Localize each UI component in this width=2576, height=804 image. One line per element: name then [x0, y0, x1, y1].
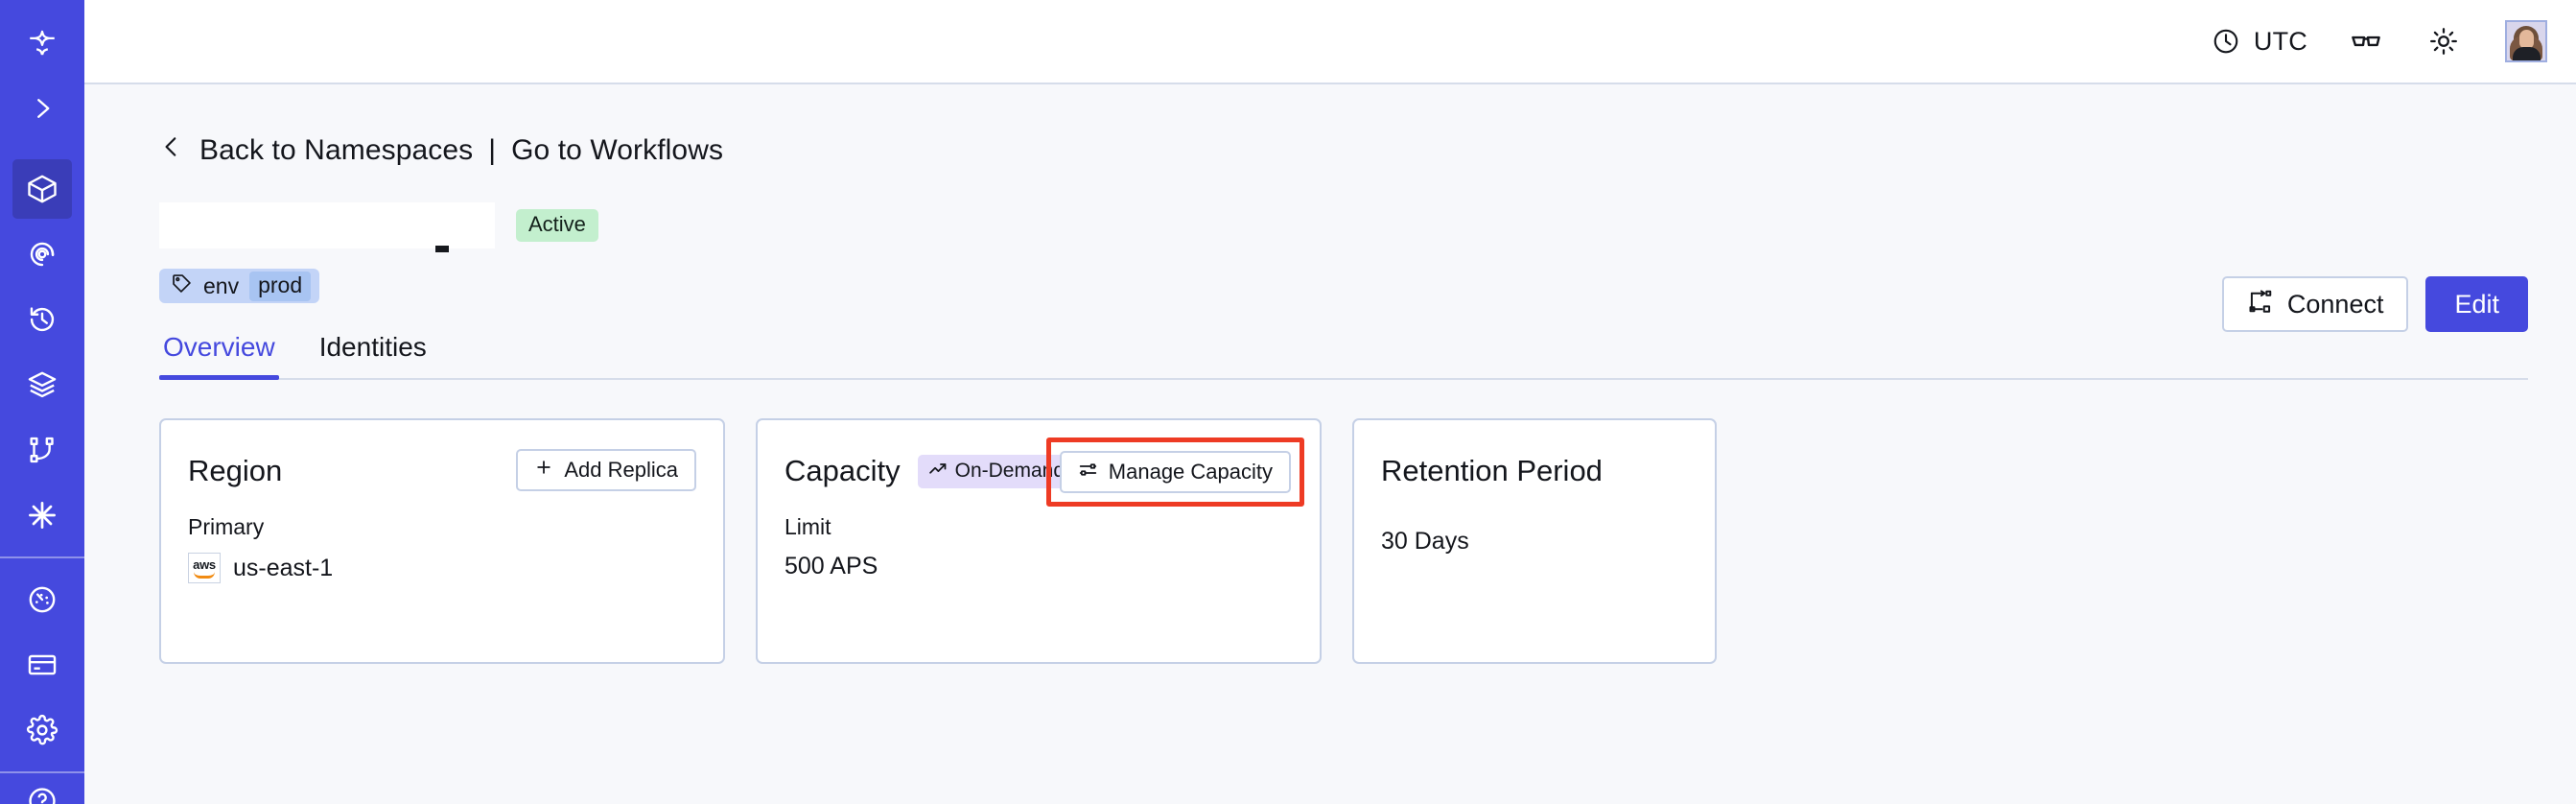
retention-card-header: Retention Period — [1381, 451, 1688, 491]
clock-rewind-icon — [26, 303, 59, 336]
credit-card-icon — [26, 649, 59, 681]
region-card: Region Add Replica Primary aws — [159, 418, 725, 664]
cube-icon — [25, 172, 59, 206]
namespace-actions: Connect Edit — [2221, 276, 2528, 332]
page-content: Back to Namespaces | Go to Workflows Act… — [84, 84, 2576, 804]
tab-overview[interactable]: Overview — [159, 332, 279, 380]
sliders-icon — [1078, 460, 1098, 485]
asterisk-icon — [25, 498, 59, 532]
region-card-title: Region — [188, 454, 283, 487]
main-column: UTC — [84, 0, 2576, 804]
capacity-card: Capacity On-Demand — [756, 418, 1322, 664]
capacity-sublabel: Limit — [785, 514, 831, 539]
breadcrumb-back-link[interactable]: Back to Namespaces — [199, 134, 474, 166]
aws-logo: aws — [188, 553, 221, 583]
status-badge: Active — [516, 209, 598, 242]
star-compass-icon — [26, 27, 59, 59]
gauge-icon — [26, 583, 59, 616]
tag-value: prod — [249, 271, 312, 301]
breadcrumb-workflows-link[interactable]: Go to Workflows — [511, 134, 724, 166]
gear-icon — [26, 714, 59, 746]
capacity-card-header: Capacity On-Demand — [785, 451, 1293, 491]
namespace-title-row: Active — [159, 201, 2528, 252]
namespace-tag[interactable]: env prod — [159, 269, 320, 303]
connect-flow-icon — [2247, 288, 2274, 321]
layers-icon — [26, 368, 59, 401]
trending-up-icon — [928, 460, 948, 483]
glasses-icon[interactable] — [2350, 25, 2382, 58]
connect-label: Connect — [2286, 289, 2384, 319]
git-branch-icon — [26, 434, 59, 466]
sidebar-item-billing[interactable] — [12, 635, 72, 695]
region-value-row: aws us-east-1 — [188, 553, 696, 583]
tab-identities[interactable]: Identities — [318, 332, 427, 362]
clock-icon — [2212, 27, 2240, 56]
eye-spiral-icon — [26, 238, 59, 271]
add-replica-button[interactable]: Add Replica — [516, 449, 696, 491]
add-replica-label: Add Replica — [564, 458, 678, 482]
title-glyph-fragment — [435, 246, 449, 252]
overview-cards: Region Add Replica Primary aws — [159, 418, 2528, 664]
breadcrumb: Back to Namespaces | Go to Workflows — [159, 132, 2528, 169]
tag-key: env — [203, 272, 240, 298]
manage-capacity-label: Manage Capacity — [1108, 460, 1273, 484]
sidebar-logo[interactable] — [12, 13, 72, 73]
sidebar-divider — [0, 556, 84, 558]
sidebar-item-integrations[interactable] — [12, 485, 72, 545]
sidebar-item-observability[interactable] — [12, 225, 72, 284]
capacity-mode-label: On-Demand — [954, 460, 1065, 482]
retention-card: Retention Period 30 Days — [1352, 418, 1717, 664]
plus-icon — [534, 458, 553, 483]
page-title — [159, 202, 495, 252]
sidebar-item-layers[interactable] — [12, 355, 72, 414]
connect-button[interactable]: Connect — [2221, 276, 2409, 332]
retention-card-title: Retention Period — [1381, 454, 1603, 487]
sidebar-item-settings[interactable] — [12, 700, 72, 760]
manage-capacity-highlight: Manage Capacity — [1045, 437, 1304, 507]
region-sublabel: Primary — [188, 514, 265, 539]
aws-logo-smile — [194, 572, 215, 579]
tab-bar: Overview Identities — [159, 332, 2528, 380]
edit-button[interactable]: Edit — [2425, 276, 2528, 332]
capacity-value: 500 APS — [785, 553, 878, 579]
chevron-right-icon — [28, 94, 57, 123]
sidebar-item-usage[interactable] — [12, 570, 72, 629]
avatar-body — [2513, 47, 2541, 60]
sidebar-expand-button[interactable] — [12, 79, 72, 138]
region-card-header: Region — [188, 451, 696, 491]
capacity-card-title: Capacity — [785, 454, 901, 487]
sidebar-item-namespaces[interactable] — [12, 159, 72, 219]
chevron-left-icon[interactable] — [159, 132, 184, 169]
avatar[interactable] — [2505, 20, 2547, 62]
sun-icon[interactable] — [2428, 26, 2459, 57]
sidebar-item-history[interactable] — [12, 290, 72, 349]
sidebar-item-help[interactable] — [26, 785, 59, 804]
primary-sidebar — [0, 0, 84, 804]
tag-icon — [171, 272, 193, 299]
timezone-label: UTC — [2253, 26, 2307, 56]
region-value: us-east-1 — [233, 554, 334, 581]
sidebar-item-workflows[interactable] — [12, 420, 72, 480]
manage-capacity-button[interactable]: Manage Capacity — [1059, 451, 1291, 493]
avatar-face — [2519, 30, 2534, 49]
sidebar-divider-bottom — [0, 771, 84, 773]
breadcrumb-separator: | — [488, 134, 497, 166]
timezone-selector[interactable]: UTC — [2212, 27, 2307, 57]
retention-value: 30 Days — [1381, 528, 1469, 555]
aws-logo-text: aws — [193, 556, 216, 572]
top-header: UTC — [84, 0, 2576, 84]
